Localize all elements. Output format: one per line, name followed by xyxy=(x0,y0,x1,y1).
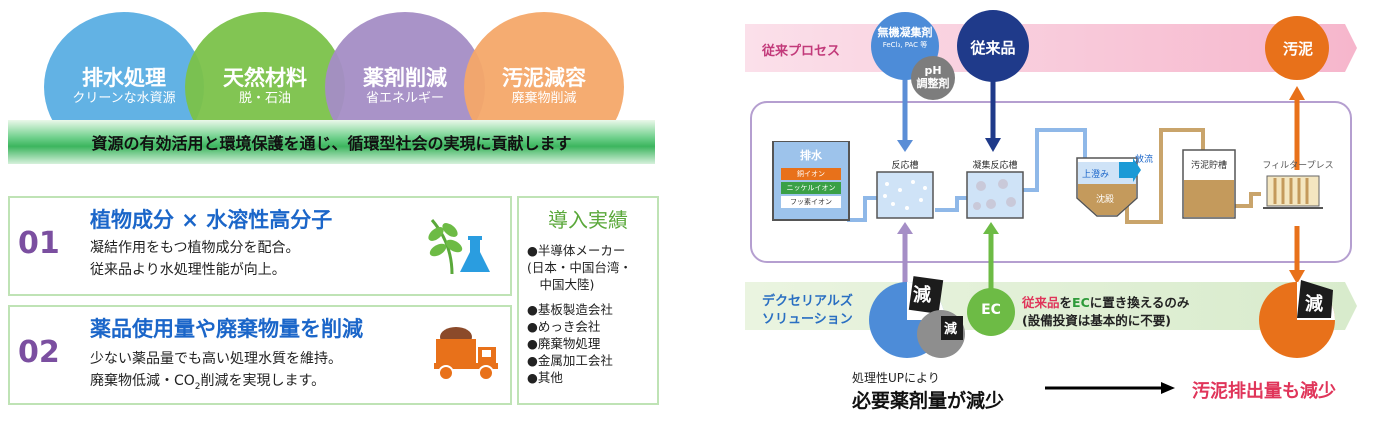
circle-title: 天然材料 xyxy=(223,66,307,90)
sediment-label: 沈殿 xyxy=(1096,195,1115,205)
ion-f: フッ素イオン xyxy=(790,198,832,206)
circle-title: 排水処理 xyxy=(82,66,166,90)
circle-sub: 省エネルギー xyxy=(365,91,444,106)
circle-sub: 脱・石油 xyxy=(238,91,291,106)
list-item: ●其他 xyxy=(527,370,563,385)
results-title: 導入実績 xyxy=(548,208,628,232)
dump-truck-icon xyxy=(434,327,498,381)
coagulant-label: 無機凝集剤 FeCl₃, PAC 等 xyxy=(877,26,933,49)
list-item xyxy=(527,293,632,301)
results-list: ●半導体メーカー (日本・中国台湾・ 中国大陸) ●基板製造会社 ●めっき会社 … xyxy=(527,242,632,386)
feature-text-2: 廃棄物低減・CO2削減を実現します。 xyxy=(90,373,326,392)
list-item: ●半導体メーカー xyxy=(527,243,626,258)
sludge-label: 汚泥 xyxy=(1282,40,1313,58)
feature-number: 01 xyxy=(18,226,60,261)
process-diagram xyxy=(745,10,1357,394)
reduce-mark-3: 減 xyxy=(1305,294,1323,315)
feature-title: 薬品使用量や廃棄物量を削減 xyxy=(90,317,363,341)
feature-title: 植物成分 × 水溶性高分子 xyxy=(90,208,333,232)
feature-text-1: 少ない薬品量でも高い処理水質を維持。 xyxy=(90,351,342,367)
feature-text-1: 凝結作用をもつ植物成分を配合。 xyxy=(90,240,300,256)
results-box: 導入実績 ●半導体メーカー (日本・中国台湾・ 中国大陸) ●基板製造会社 ●め… xyxy=(517,196,659,405)
list-item: ●めっき会社 xyxy=(527,319,601,334)
list-item: ●廃棄物処理 xyxy=(527,336,601,351)
reduce-mark-2: 減 xyxy=(944,322,958,337)
replace-note: 従来品をECに置き換えるのみ (設備投資は基本的に不要) xyxy=(1022,295,1190,328)
feature-text-2: 従来品より水処理性能が向上。 xyxy=(90,262,286,278)
reaction-tank-label: 反応槽 xyxy=(891,161,919,171)
perf-up-text: 処理性UPにより xyxy=(852,371,940,385)
supernatant-label: 上澄み xyxy=(1082,170,1110,180)
plant-flask-icon xyxy=(428,219,490,275)
less-chemicals-text: 必要薬剤量が減少 xyxy=(852,390,1005,412)
list-item: (日本・中国台湾・ xyxy=(527,260,632,275)
list-item: ●金属加工会社 xyxy=(527,353,613,368)
list-item: 中国大陸) xyxy=(527,277,595,292)
feature-box-01: 01 植物成分 × 水溶性高分子 凝結作用をもつ植物成分を配合。 従来品より水処… xyxy=(8,196,512,296)
conventional-process-label: 従来プロセス xyxy=(762,44,841,59)
wastewater-label: 排水 xyxy=(800,149,822,162)
sludge-tank-label: 汚泥貯槽 xyxy=(1190,161,1227,171)
discharge-label: 放流 xyxy=(1135,155,1154,165)
filter-press-label: フィルタープレス xyxy=(1262,161,1334,171)
reduce-mark-1: 減 xyxy=(913,285,931,306)
circle-title: 薬剤削減 xyxy=(363,66,447,90)
list-item: ●基板製造会社 xyxy=(527,302,613,317)
feature-number: 02 xyxy=(18,335,60,370)
conventional-product-label: 従来品 xyxy=(970,39,1016,57)
feature-box-02: 02 薬品使用量や廃棄物量を削減 少ない薬品量でも高い処理水質を維持。 廃棄物低… xyxy=(8,305,512,405)
circle-sub: クリーンな水資源 xyxy=(72,91,176,106)
ec-label: EC xyxy=(981,302,1001,318)
dexerials-label-1: デクセリアルズ xyxy=(762,294,853,309)
circle-title: 汚泥減容 xyxy=(502,66,586,90)
floc-tank-label: 凝集反応槽 xyxy=(972,161,1018,171)
less-sludge-text: 汚泥排出量も減少 xyxy=(1192,381,1336,402)
dexerials-label-2: ソリューション xyxy=(762,312,853,327)
ion-cu: 銅イオン xyxy=(797,170,825,178)
mission-banner: 資源の有効活用と環境保護を通じ、循環型社会の実現に貢献します xyxy=(8,120,655,164)
ion-ni: ニッケルイオン xyxy=(786,184,836,192)
circle-sub: 廃棄物削減 xyxy=(511,91,577,106)
